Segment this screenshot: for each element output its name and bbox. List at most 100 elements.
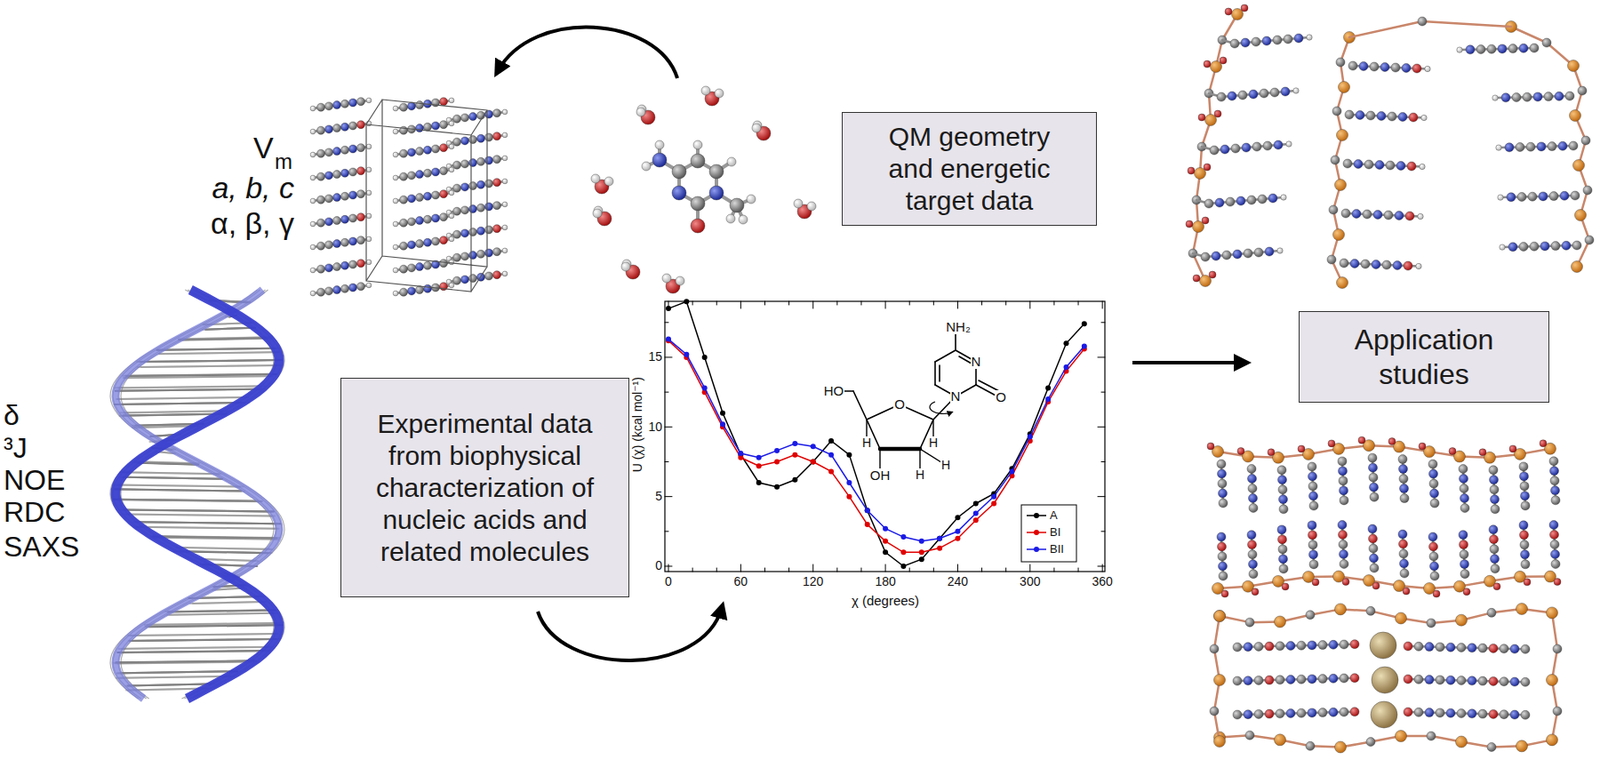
data-point: [973, 517, 979, 523]
atom: [1520, 491, 1530, 501]
atom: [1248, 493, 1258, 503]
atom: [416, 240, 424, 248]
curved-arrow: [537, 608, 722, 661]
atom: [1336, 277, 1349, 289]
atom: [652, 152, 667, 168]
atom: [1568, 141, 1578, 151]
atom: [1456, 47, 1463, 53]
atom: [1335, 179, 1347, 192]
atom: [1539, 440, 1547, 448]
atom: [1476, 45, 1486, 55]
atom: [1279, 504, 1288, 514]
atom: [502, 109, 508, 115]
atom: [493, 201, 502, 210]
atom: [453, 276, 462, 285]
atom: [1398, 112, 1408, 122]
bond: [165, 609, 271, 612]
atom: [1499, 644, 1509, 654]
data-point: [936, 536, 943, 542]
atom: [1369, 563, 1379, 573]
bond: [119, 388, 266, 391]
tick-label: 0: [664, 575, 672, 589]
atom: [1520, 710, 1530, 720]
atom: [1520, 501, 1530, 511]
atom: [349, 237, 358, 246]
bond: [664, 321, 669, 323]
atom-label: O: [893, 397, 906, 413]
energy-curve: [668, 301, 1085, 567]
atom: [317, 218, 326, 227]
atom: [1238, 90, 1248, 100]
atom: [1399, 464, 1408, 474]
atom: [1217, 479, 1227, 488]
bond: [115, 402, 245, 405]
atom: [325, 264, 334, 272]
atom: [1296, 708, 1306, 718]
atom: [1571, 261, 1584, 273]
atom: [1560, 191, 1569, 200]
atom: [1217, 552, 1227, 561]
atom: [349, 191, 358, 200]
atom: [493, 248, 502, 256]
atom: [1400, 484, 1409, 494]
data-point: [774, 448, 780, 454]
atom: [400, 103, 408, 112]
tick-label: 15: [648, 350, 663, 364]
atom: [1424, 65, 1431, 72]
atom: [1529, 43, 1539, 53]
atom: [432, 121, 440, 130]
atom: [1254, 248, 1264, 257]
atom: [357, 236, 366, 245]
atom: [1368, 453, 1377, 463]
atom: [1515, 143, 1525, 152]
text-box: QM geometry and energetic target data: [841, 112, 1097, 226]
atom: [1267, 448, 1275, 456]
atom: [1522, 92, 1532, 102]
data-point: [720, 410, 726, 416]
atom: [1201, 216, 1209, 224]
atom: [1210, 61, 1223, 73]
bond: [1005, 301, 1007, 305]
atom: [1419, 163, 1425, 169]
atom: [325, 148, 334, 157]
atom: [1520, 530, 1529, 540]
atom-label: H: [914, 468, 926, 482]
atom: [349, 144, 358, 153]
atom: [1398, 455, 1408, 464]
atom: [1355, 111, 1365, 120]
atom: [1403, 707, 1413, 717]
atom: [317, 149, 326, 158]
bond: [1029, 301, 1031, 309]
data-point: [774, 458, 780, 464]
data-point: [1081, 320, 1088, 327]
atom: [477, 157, 486, 166]
atom: [448, 282, 455, 288]
atom: [1467, 676, 1477, 686]
atom: [1570, 191, 1580, 200]
bond: [981, 301, 983, 305]
box-label: Application studies: [1315, 322, 1533, 392]
atom: [1318, 708, 1328, 718]
bond: [145, 624, 278, 627]
atom: [400, 195, 408, 204]
atom: [793, 199, 803, 208]
atom: [310, 221, 316, 227]
atom: [485, 133, 494, 142]
atom: [1368, 534, 1378, 544]
atom: [1306, 34, 1312, 40]
bond: [117, 671, 232, 673]
atom: [317, 288, 326, 296]
atom: [1281, 583, 1289, 591]
mol-group: [1185, 4, 1594, 753]
atom: [1338, 81, 1351, 94]
bond: [933, 568, 935, 572]
atom: [1264, 247, 1274, 256]
atom: [1247, 195, 1256, 205]
atom: [1222, 250, 1232, 260]
bond: [113, 661, 251, 664]
legend-swatch: [1033, 546, 1040, 552]
data-point: [792, 477, 798, 483]
atom: [1339, 258, 1349, 268]
atom: [416, 101, 424, 110]
atom: [341, 261, 350, 270]
